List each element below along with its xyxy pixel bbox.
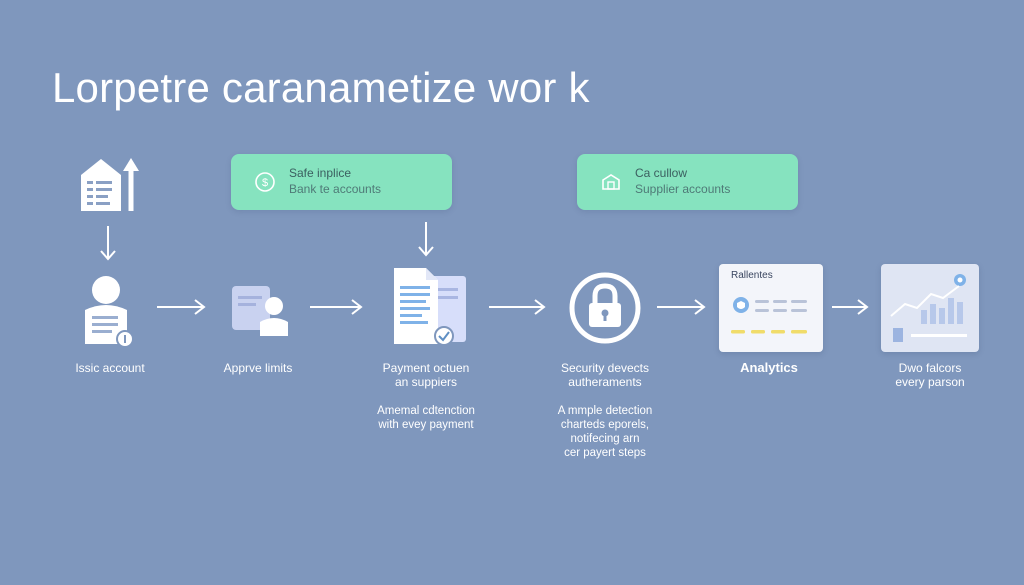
callout-line1: Safe inplice <box>289 166 352 180</box>
arrow-right-icon <box>310 299 363 315</box>
step-label-issue-account: Issic account <box>75 361 145 375</box>
supplier-box-icon <box>602 174 620 190</box>
arrow-right-icon <box>157 299 206 315</box>
callout-safe-inplice: $ Safe inplice Bank te accounts <box>231 154 452 210</box>
user-account-icon <box>85 276 134 348</box>
analytics-card: Rallentes <box>719 264 823 352</box>
step-label-security: Security devects autheraments <box>560 361 650 389</box>
analytics-card-rows <box>731 297 807 334</box>
callout-line1: Ca cullow <box>635 166 688 180</box>
callout-ca-cullow: Ca cullow Supplier accounts <box>577 154 798 210</box>
note-security-detection: A mmple detection charteds eporels, noti… <box>557 405 653 459</box>
padlock-icon <box>569 272 641 344</box>
callout-line2: Supplier accounts <box>635 182 731 196</box>
note-payment-detection: Amemal cdtenction with evey payment <box>377 405 475 431</box>
arrow-right-icon <box>657 299 706 315</box>
step-label-analytics: Analytics <box>740 360 798 375</box>
step-label-dwo-falcors: Dwo falcors every parson <box>895 361 965 389</box>
svg-text:$: $ <box>262 177 268 189</box>
building-document-icon <box>81 158 139 211</box>
arrow-right-icon <box>832 299 869 315</box>
arrow-down-icon <box>100 226 116 261</box>
step-label-approve-limits: Apprve limits <box>223 361 293 375</box>
analytics-card-title: Rallentes <box>731 270 773 281</box>
coin-icon: $ <box>255 172 275 192</box>
arrow-down-icon <box>418 222 434 257</box>
dashboard-card <box>881 264 979 352</box>
arrow-right-icon <box>489 299 546 315</box>
approve-limits-icon <box>232 286 288 336</box>
trend-chart-icon <box>890 274 967 342</box>
callout-line2: Bank te accounts <box>289 182 382 196</box>
diagram-title: Lorpetre caranametize wor k <box>52 64 590 111</box>
step-label-payment: Payment octuen an suppiers <box>382 361 470 389</box>
payment-document-icon <box>394 268 466 346</box>
